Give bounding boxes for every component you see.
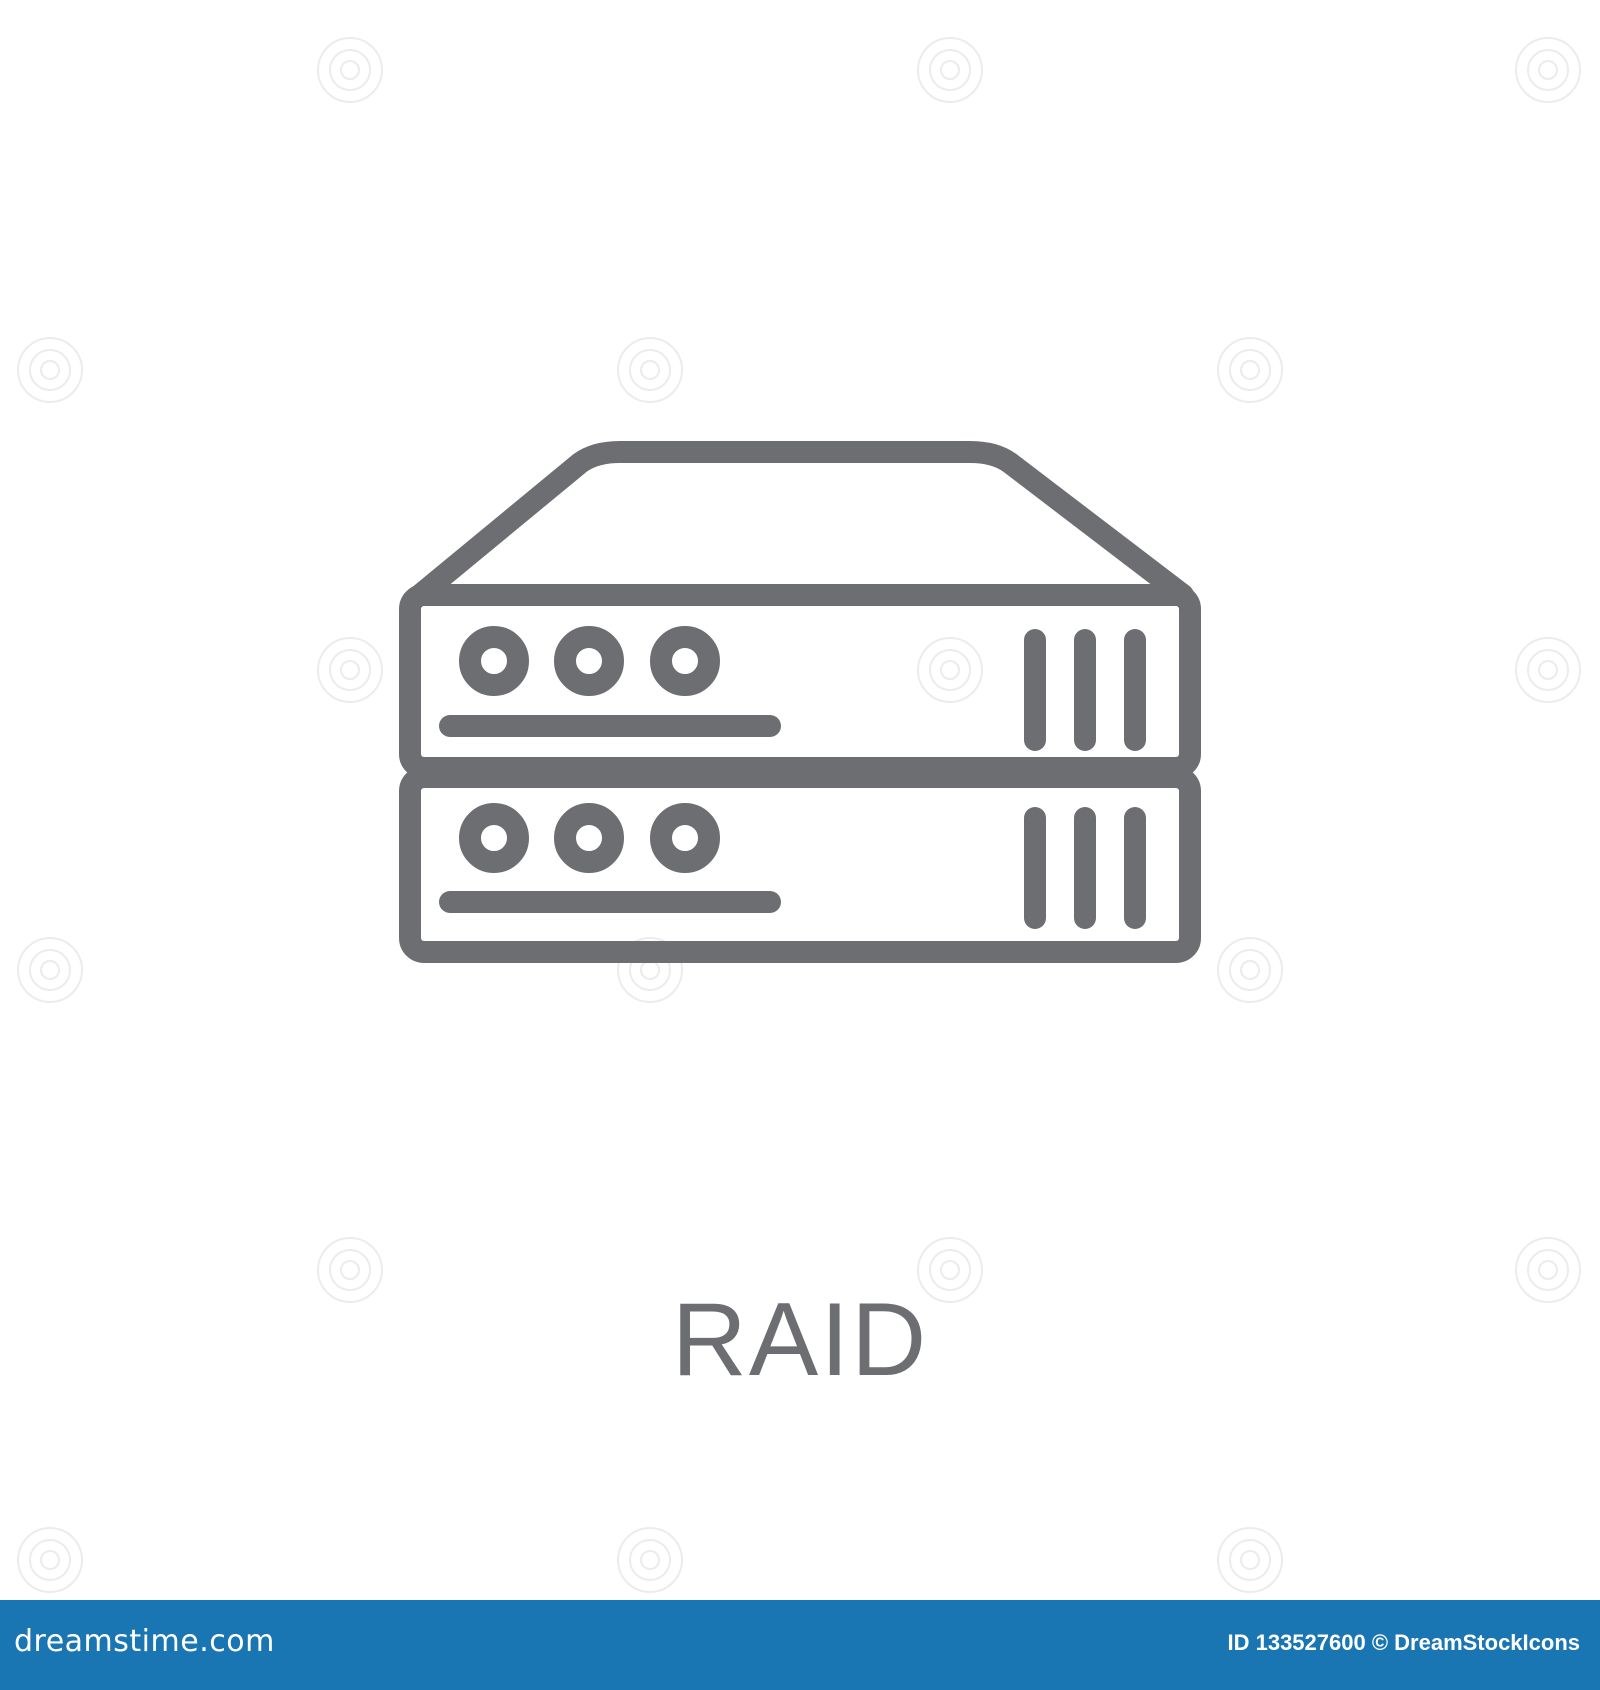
site-logo[interactable]: dreamstime.com <box>14 1624 275 1659</box>
server-lid <box>409 441 1194 606</box>
server-rack-icon <box>399 441 1201 963</box>
image-id-credit: ID 133527600 © DreamStockIcons <box>1227 1630 1580 1655</box>
server-unit-top <box>399 584 1201 779</box>
footer-bar: dreamstime.com ID 133527600 © DreamStock… <box>0 1600 1600 1690</box>
server-unit-bottom <box>399 766 1201 963</box>
icon-caption: RAID <box>671 1282 929 1398</box>
